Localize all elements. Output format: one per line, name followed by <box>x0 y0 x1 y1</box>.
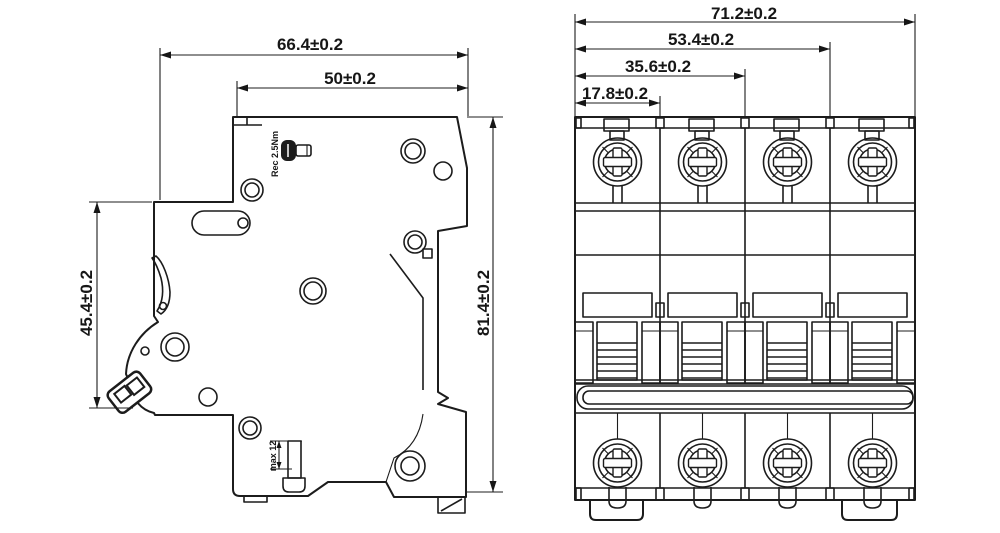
side-height-overall-label: 81.4±0.2 <box>474 270 493 336</box>
lockout-clip <box>106 370 153 415</box>
handle-tie-bar <box>576 385 914 410</box>
side-width-overall-label: 66.4±0.2 <box>277 35 343 54</box>
top-notch <box>233 117 262 126</box>
torque-note-label: Rec 2.5Nm <box>270 131 280 177</box>
front-width-2pole-label: 35.6±0.2 <box>625 57 691 76</box>
torque-screw-icon <box>281 140 312 161</box>
din-foot-right <box>841 499 898 521</box>
trip-lever <box>151 255 171 315</box>
din-foot-left <box>589 499 644 521</box>
bottom-notch <box>243 495 268 503</box>
side-view-outline <box>125 116 468 498</box>
front-width-overall-label: 71.2±0.2 <box>711 4 777 23</box>
band-ticks <box>575 117 915 501</box>
oblong-slot <box>191 210 251 236</box>
pole-dividers <box>659 128 831 488</box>
front-view <box>574 116 916 521</box>
din-clip-tab <box>437 496 466 514</box>
front-view-dimensions: 71.2±0.2 53.4±0.2 35.6±0.2 17.8±0.2 <box>574 4 916 117</box>
corner-gusset-line <box>385 413 424 483</box>
side-height-front-label: 45.4±0.2 <box>77 270 96 336</box>
mounting-holes <box>140 138 453 482</box>
inner-contour <box>389 253 424 390</box>
front-width-1pole-label: 17.8±0.2 <box>582 84 648 103</box>
side-width-top-label: 50±0.2 <box>324 69 376 88</box>
strip-screw-icon <box>270 440 306 493</box>
front-width-3pole-label: 53.4±0.2 <box>668 30 734 49</box>
side-view-dimensions: 66.4±0.2 50±0.2 45.4±0.2 81.4±0.2 <box>77 35 503 493</box>
strip-note-label: max 12 <box>268 441 278 472</box>
side-view: Rec 2.5Nm <box>106 116 468 514</box>
